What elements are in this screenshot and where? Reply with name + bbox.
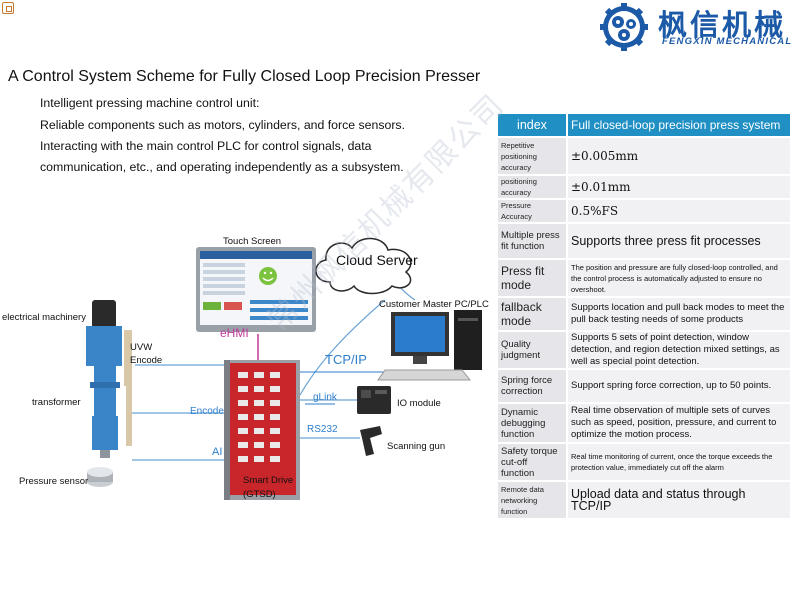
scanning-gun-label: Scanning gun <box>387 441 446 452</box>
table-value: Real time monitoring of current, once th… <box>567 443 790 482</box>
io-module-device <box>357 386 391 414</box>
table-key: Spring force correction <box>498 369 568 404</box>
table-row: Multiple press fit function Supports thr… <box>498 223 790 260</box>
spec-table: index Full closed-loop precision press s… <box>498 114 790 520</box>
press-column-device <box>86 300 132 458</box>
brand-name-cn: 枫信机械 <box>658 8 787 42</box>
intro-line: Intelligent pressing machine control uni… <box>40 96 260 110</box>
brand-name-en: FENGXIN MECHANICAL <box>662 36 793 47</box>
cloud-server-label: Cloud Server <box>336 252 418 268</box>
intro-line: communication, etc., and operating indep… <box>40 160 404 174</box>
page-title: A Control System Scheme for Fully Closed… <box>8 68 481 85</box>
table-value: 0.5%FS <box>567 199 790 224</box>
table-row: Safety torque cut-off function Real time… <box>498 443 790 482</box>
table-row: Pressure Accuracy 0.5%FS <box>498 199 790 224</box>
transformer-label: transformer <box>32 397 81 408</box>
pressure-sensor-device <box>87 467 113 487</box>
table-row: fallback mode Supports location and pull… <box>498 297 790 332</box>
table-header-key: index <box>498 114 568 138</box>
table-row: Dynamic debugging function Real time obs… <box>498 403 790 444</box>
encode-label: Encode <box>130 355 163 366</box>
table-key: Remote data networking function <box>498 481 568 520</box>
table-value: ±0.01mm <box>567 175 790 200</box>
gtsd-label: (GTSD) <box>243 489 276 500</box>
table-value: Upload data and status through TCP/IP <box>567 481 790 520</box>
table-key: fallback mode <box>498 297 568 332</box>
electrical-machinery-label: electrical machinery <box>2 312 86 323</box>
table-key: positioning accuracy <box>498 175 568 200</box>
customer-pc <box>377 310 482 381</box>
table-row: Press fit mode The position and pressure… <box>498 259 790 298</box>
ehmi-label: eHMI <box>220 326 249 340</box>
table-row: Spring force correction Support spring f… <box>498 369 790 404</box>
tcp-ip-label: TCP/IP <box>325 352 367 367</box>
table-row: Remote data networking function Upload d… <box>498 481 790 520</box>
table-key: Dynamic debugging function <box>498 403 568 444</box>
table-key: Quality judgment <box>498 331 568 370</box>
table-header-value: Full closed-loop precision press system <box>567 114 790 138</box>
table-key: Pressure Accuracy <box>498 199 568 224</box>
corner-marker <box>2 2 14 14</box>
table-value: Supports three press fit processes <box>567 223 790 260</box>
table-value: The position and pressure are fully clos… <box>567 259 790 298</box>
table-value: Supports 5 sets of point detection, wind… <box>567 331 790 370</box>
table-key: Press fit mode <box>498 259 568 298</box>
rs232-label: RS232 <box>307 424 338 435</box>
scanning-gun-device <box>360 426 382 456</box>
pressure-sensor-label: Pressure sensor <box>19 476 89 487</box>
table-row: positioning accuracy ±0.01mm <box>498 175 790 200</box>
table-value: Support spring force correction, up to 5… <box>567 369 790 404</box>
smart-drive-device <box>224 360 300 500</box>
tcp-link <box>299 299 386 396</box>
uvw-label: UVW <box>130 342 153 353</box>
table-header-row: index Full closed-loop precision press s… <box>498 114 790 138</box>
table-row: Repetitive positioning accuracy ±0.005mm <box>498 137 790 176</box>
io-module-label: IO module <box>397 398 441 409</box>
table-value: Supports location and pull back modes to… <box>567 297 790 332</box>
touch-screen-device <box>196 247 316 332</box>
touch-screen-label: Touch Screen <box>223 236 282 247</box>
smart-drive-label: Smart Drive <box>243 475 294 486</box>
ai-label: AI <box>212 446 223 458</box>
table-key: Multiple press fit function <box>498 223 568 260</box>
table-key: Safety torque cut-off function <box>498 443 568 482</box>
fengxin-logo <box>600 3 648 51</box>
table-value: Real time observation of multiple sets o… <box>567 403 790 444</box>
table-row: Quality judgment Supports 5 sets of poin… <box>498 331 790 370</box>
table-value: ±0.005mm <box>567 137 790 176</box>
encode-label: Encode <box>190 406 224 417</box>
table-key: Repetitive positioning accuracy <box>498 137 568 176</box>
customer-pc-label: Customer Master PC/PLC <box>379 299 489 310</box>
cloud-shape <box>315 237 412 295</box>
glink-label: gLink <box>313 392 337 403</box>
intro-line: Reliable components such as motors, cyli… <box>40 118 405 132</box>
system-diagram <box>86 237 482 500</box>
intro-line: Interacting with the main control PLC fo… <box>40 139 372 153</box>
